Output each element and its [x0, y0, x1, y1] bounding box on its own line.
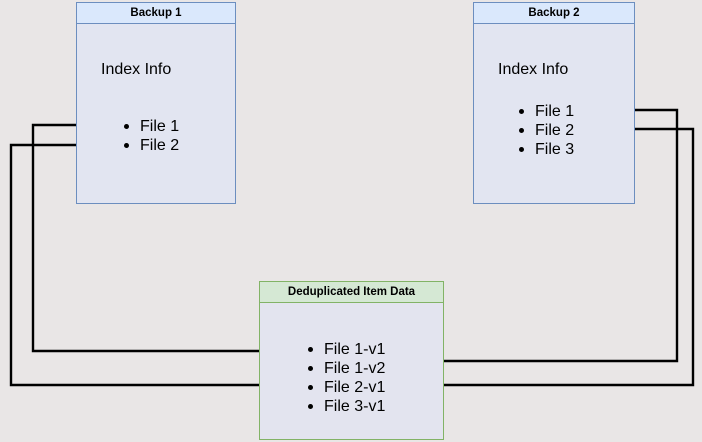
- file-list-deduplicated: File 1-v1 File 1-v2 File 2-v1 File 3-v1: [308, 340, 385, 416]
- bullet-icon: [124, 143, 129, 148]
- bullet-icon: [124, 124, 129, 129]
- list-item[interactable]: File 1: [124, 117, 179, 136]
- list-item[interactable]: File 2-v1: [308, 378, 385, 397]
- list-item[interactable]: File 1-v2: [308, 359, 385, 378]
- list-item[interactable]: File 1-v1: [308, 340, 385, 359]
- list-item[interactable]: File 2: [519, 121, 574, 140]
- file-list-backup-1: File 1 File 2: [124, 117, 179, 155]
- bullet-icon: [519, 128, 524, 133]
- file-label: File 1: [535, 103, 575, 120]
- file-list-backup-2: File 1 File 2 File 3: [519, 102, 574, 159]
- index-info-label-backup-2: Index Info: [498, 61, 569, 78]
- node-backup-2-header: Backup 2: [474, 3, 634, 24]
- bullet-icon: [519, 109, 524, 114]
- node-backup-2-body: Index Info File 1 File 2 File 3: [474, 24, 634, 203]
- list-item[interactable]: File 3: [519, 140, 574, 159]
- node-backup-1[interactable]: Backup 1 Index Info File 1 File 2: [76, 2, 236, 204]
- bullet-icon: [308, 385, 313, 390]
- bullet-icon: [308, 347, 313, 352]
- node-deduplicated-item-data[interactable]: Deduplicated Item Data File 1-v1 File 1-…: [259, 281, 444, 440]
- node-backup-1-header: Backup 1: [77, 3, 235, 24]
- file-label: File 2: [535, 122, 575, 139]
- index-info-label-backup-1: Index Info: [101, 61, 172, 78]
- node-deduplicated-item-data-body: File 1-v1 File 1-v2 File 2-v1 File 3-v1: [260, 303, 443, 439]
- file-label: File 1-v1: [324, 341, 386, 358]
- bullet-icon: [519, 147, 524, 152]
- file-label: File 2: [140, 137, 180, 154]
- node-backup-2[interactable]: Backup 2 Index Info File 1 File 2 File 3: [473, 2, 635, 204]
- bullet-icon: [308, 366, 313, 371]
- file-label: File 2-v1: [324, 379, 386, 396]
- list-item[interactable]: File 3-v1: [308, 397, 385, 416]
- node-backup-1-body: Index Info File 1 File 2: [77, 24, 235, 203]
- file-label: File 1: [140, 118, 180, 135]
- file-label: File 3-v1: [324, 398, 386, 415]
- node-deduplicated-item-data-header: Deduplicated Item Data: [260, 282, 443, 303]
- list-item[interactable]: File 2: [124, 136, 179, 155]
- file-label: File 3: [535, 141, 575, 158]
- bullet-icon: [308, 404, 313, 409]
- file-label: File 1-v2: [324, 360, 386, 377]
- list-item[interactable]: File 1: [519, 102, 574, 121]
